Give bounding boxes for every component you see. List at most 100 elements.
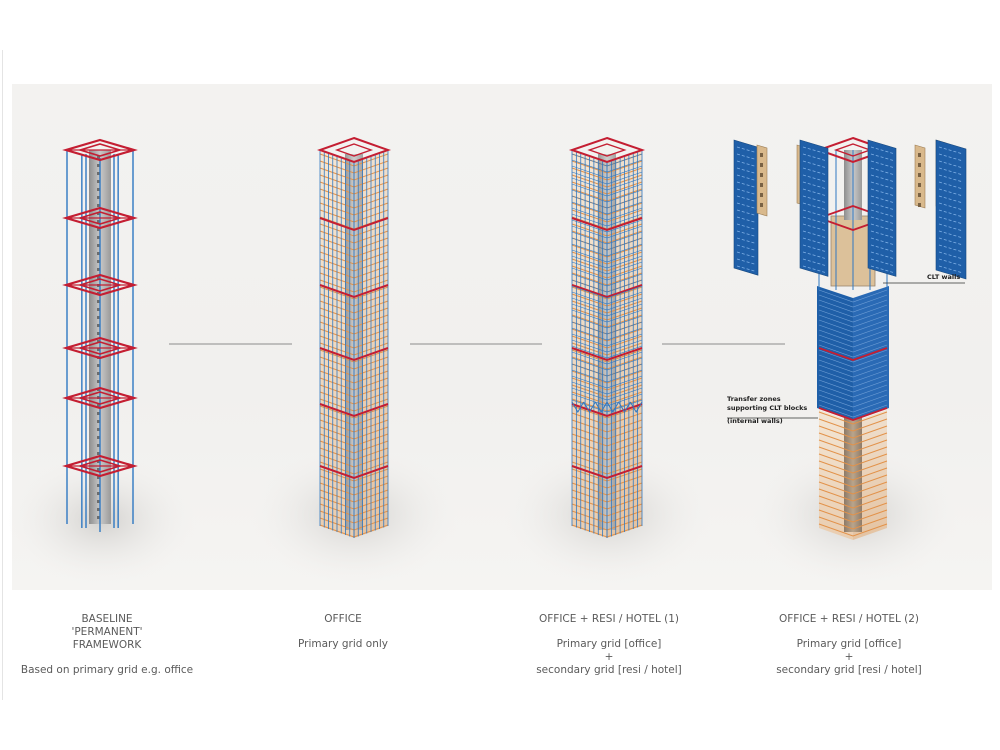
transfer-zone: [571, 284, 643, 299]
module-window-row: [802, 265, 826, 273]
module-window-row: [870, 265, 894, 273]
module-window-row: [736, 160, 756, 167]
module-window-row: [938, 188, 964, 197]
secondary-grid-line: [571, 315, 643, 329]
core-opening: [97, 204, 100, 207]
secondary-grid-line: [571, 375, 643, 389]
module-window-row: [802, 195, 826, 203]
core-opening: [97, 308, 100, 311]
module-window-row: [938, 146, 964, 155]
module-window-row: [938, 230, 964, 239]
transfer-frame-outer: [62, 386, 138, 410]
secondary-grid-line: [571, 363, 643, 377]
floor-slab-edge: [818, 411, 888, 425]
module-grid-line: [818, 379, 888, 393]
module-window-row: [736, 237, 756, 244]
clt-timber-panel: [756, 144, 768, 217]
floor-slab-edge: [818, 523, 888, 537]
core-opening: [97, 380, 100, 383]
transfer-zone: [319, 347, 389, 362]
module-window-row: [736, 230, 756, 237]
floor-slab-edge: [818, 467, 888, 481]
module-window-row: [938, 153, 964, 162]
module-grid-line: [818, 319, 888, 333]
core-opening: [97, 228, 100, 231]
roof-frame-inner: [334, 143, 374, 157]
module-window-row: [802, 237, 826, 245]
secondary-grid-line: [571, 273, 643, 287]
floor-slab-edge: [818, 432, 888, 446]
module-window-row: [870, 216, 894, 224]
floor-slab-edge: [818, 460, 888, 474]
secondary-grid-line: [571, 189, 643, 203]
transfer-truss: [618, 401, 631, 413]
transfer-frame-inner: [77, 341, 123, 355]
module-window-row: [938, 160, 964, 169]
timber-opening: [918, 193, 921, 197]
module-window-row: [938, 258, 964, 267]
roof-frame: [316, 136, 392, 164]
timber-opening: [760, 153, 763, 157]
clt-wall-module: [867, 139, 897, 277]
module-grid-line: [818, 394, 888, 408]
core-opening: [97, 500, 100, 503]
module-window-row: [802, 188, 826, 196]
module-window-row: [938, 244, 964, 253]
core-opening: [97, 404, 100, 407]
caption-line: Primary grid [office]: [796, 638, 902, 650]
transfer-frame-outer: [62, 273, 138, 297]
module-window-row: [802, 209, 826, 217]
timber-opening: [760, 203, 763, 207]
core-opening: [97, 300, 100, 303]
module-window-row: [870, 146, 894, 154]
caption-office-resi-hotel-2: OFFICE + RESI / HOTEL (2) Primary grid […: [739, 613, 959, 677]
secondary-grid-line: [571, 309, 643, 323]
transfer-frame-inner: [77, 211, 123, 225]
secondary-grid-line: [571, 261, 643, 275]
core-opening: [97, 220, 100, 223]
transfer-frame-outer: [62, 336, 138, 360]
module-window-row: [802, 167, 826, 175]
clt-wall-module: [935, 139, 967, 280]
core-opening: [97, 332, 100, 335]
module-window-row: [736, 251, 756, 258]
timber-opening: [918, 203, 921, 207]
core-opening: [97, 364, 100, 367]
module-window-row: [736, 223, 756, 230]
core-opening: [97, 276, 100, 279]
transfer-zones-label: Transfer zones supporting CLT blocks (in…: [727, 395, 807, 426]
module-window-row: [870, 237, 894, 245]
core-opening: [97, 484, 100, 487]
module-window-row: [870, 167, 894, 175]
module-window-row: [938, 265, 964, 274]
floor-slab-edge: [818, 439, 888, 453]
secondary-grid-line: [571, 177, 643, 191]
module-window-row: [938, 167, 964, 176]
secondary-grid-line: [571, 159, 643, 173]
caption-office-resi-hotel-1: OFFICE + RESI / HOTEL (1) Primary grid […: [499, 613, 719, 677]
secondary-grid-line: [571, 393, 643, 407]
core-opening: [97, 172, 100, 175]
module-window-row: [938, 216, 964, 225]
tower-office: [316, 136, 392, 538]
caption-title: OFFICE: [324, 613, 362, 625]
tower-baseline-framework: [62, 138, 138, 532]
secondary-grid-line: [571, 231, 643, 245]
module-window-row: [938, 237, 964, 246]
caption-line: Primary grid only: [297, 638, 389, 650]
core-opening: [97, 412, 100, 415]
core-opening: [97, 436, 100, 439]
floor-slab-edge: [818, 446, 888, 460]
module-window-row: [870, 174, 894, 182]
core-opening: [97, 156, 100, 159]
module-window-row: [802, 174, 826, 182]
transfer-frame-inner: [77, 143, 123, 157]
transfer-zone: [319, 465, 389, 480]
module-window-row: [870, 244, 894, 252]
module-window-row: [736, 244, 756, 251]
module-window-row: [802, 160, 826, 168]
caption-line: +: [844, 651, 854, 663]
transfer-zone: [571, 403, 643, 418]
module-window-row: [802, 244, 826, 252]
